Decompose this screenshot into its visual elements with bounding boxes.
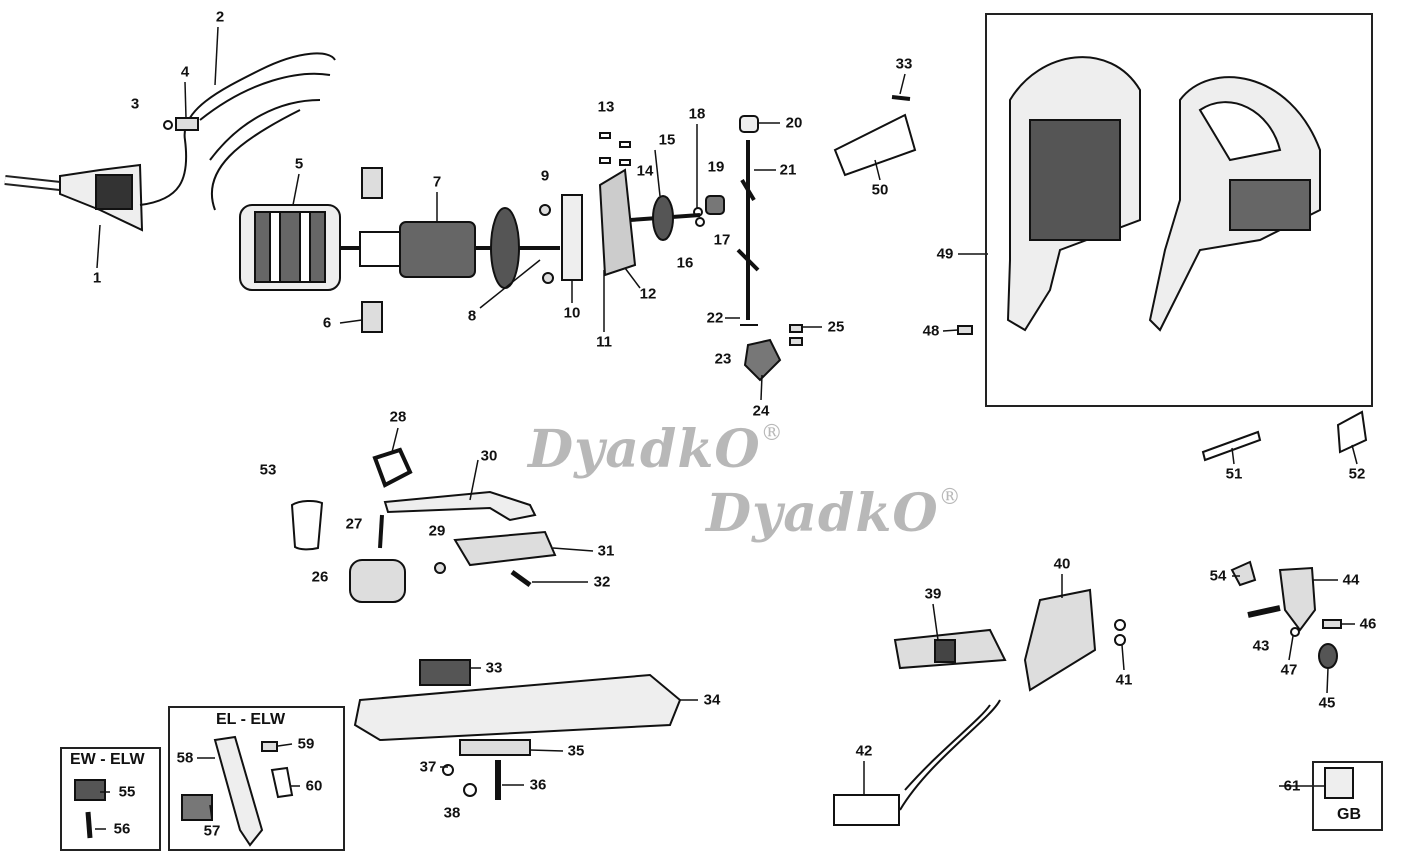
part-number-label: 61 xyxy=(1283,777,1301,795)
part-number-label: 22 xyxy=(706,309,724,327)
part-number-label: 50 xyxy=(871,181,889,199)
part-number-label: 55 xyxy=(118,783,136,801)
registered-mark: ® xyxy=(760,421,784,446)
part-number-label: 20 xyxy=(785,114,803,132)
power-cord-switch xyxy=(4,163,144,232)
wires xyxy=(139,52,336,211)
part-number-label: 43 xyxy=(1252,637,1270,655)
brush xyxy=(361,301,383,333)
part-number-label: 58 xyxy=(176,749,194,767)
part-number-label: 5 xyxy=(294,155,304,173)
part-number-label: 53 xyxy=(259,461,277,479)
registered-mark: ® xyxy=(938,485,962,510)
gear-housing xyxy=(598,168,637,277)
part-number-label: 14 xyxy=(636,162,654,180)
housing-halves xyxy=(1006,56,1321,332)
part-number-label: 1 xyxy=(92,269,102,287)
part-number-label: 10 xyxy=(563,304,581,322)
part-number-label: 57 xyxy=(203,822,221,840)
part-number-label: 33 xyxy=(895,55,913,73)
part-number-label: 9 xyxy=(540,167,550,185)
part-number-label: 52 xyxy=(1348,465,1366,483)
part-number-label: 23 xyxy=(714,350,732,368)
part-number-label: 19 xyxy=(707,158,725,176)
housing-detail-box xyxy=(985,13,1373,407)
armature xyxy=(340,207,560,289)
part-number-label: 4 xyxy=(180,63,190,81)
part-number-label: 11 xyxy=(596,333,612,351)
part-number-label: 35 xyxy=(567,742,585,760)
part-number-label: 6 xyxy=(322,314,332,332)
part-number-label: 44 xyxy=(1342,571,1360,589)
ew-elw-variant-box xyxy=(60,747,161,851)
part-number-label: 38 xyxy=(443,804,461,822)
part-number-label: 2 xyxy=(215,8,225,26)
part-number-label: 8 xyxy=(467,307,477,325)
part-number-label: 60 xyxy=(305,777,323,795)
part-number-label: 54 xyxy=(1209,567,1227,585)
part-number-label: 46 xyxy=(1359,615,1377,633)
watermark-text: DyadkO xyxy=(528,419,761,480)
stator xyxy=(239,204,341,291)
base-shoe xyxy=(353,673,682,742)
part-number-label: 42 xyxy=(855,742,873,760)
part-number-label: 21 xyxy=(779,161,797,179)
el-elw-variant-box xyxy=(168,706,345,851)
blade-clamp xyxy=(743,338,782,382)
part-number-label: 37 xyxy=(419,758,437,776)
part-number-label: 40 xyxy=(1053,555,1071,573)
gear xyxy=(652,195,674,241)
watermark: DyadkO® xyxy=(528,421,784,476)
part-number-label: 36 xyxy=(529,776,547,794)
bearing-plate xyxy=(561,194,583,281)
brush xyxy=(361,167,383,199)
part-number-label: 48 xyxy=(922,322,940,340)
watermark: DyadkO® xyxy=(706,485,962,540)
part-number-label: 49 xyxy=(936,245,954,263)
part-number-label: 34 xyxy=(703,691,721,709)
part-number-label: 30 xyxy=(480,447,498,465)
part-number-label: 27 xyxy=(345,515,363,533)
knob xyxy=(349,559,406,603)
part-number-label: 28 xyxy=(389,408,407,426)
part-number-label: 18 xyxy=(688,105,706,123)
gb-title: GB xyxy=(1337,806,1361,823)
gb-plug-box xyxy=(1312,761,1383,831)
part-number-label: 33 xyxy=(485,659,503,677)
part-number-label: 26 xyxy=(311,568,329,586)
part-number-label: 12 xyxy=(639,285,657,303)
part-number-label: 13 xyxy=(597,98,615,116)
cord-clamp xyxy=(175,117,199,131)
part-number-label: 17 xyxy=(713,231,731,249)
el-elw-title: EL - ELW xyxy=(216,711,286,728)
part-number-label: 7 xyxy=(432,173,442,191)
part-number-label: 59 xyxy=(297,735,315,753)
part-number-label: 45 xyxy=(1318,694,1336,712)
ew-elw-title: EW - ELW xyxy=(70,751,145,768)
part-number-label: 47 xyxy=(1280,661,1298,679)
part-number-label: 56 xyxy=(113,820,131,838)
watermark-text: DyadkO xyxy=(706,483,939,544)
screw xyxy=(163,120,173,130)
part-number-label: 16 xyxy=(676,254,694,272)
part-number-label: 39 xyxy=(924,585,942,603)
part-number-label: 15 xyxy=(658,131,676,149)
part-number-label: 3 xyxy=(130,95,140,113)
part-number-label: 32 xyxy=(593,573,611,591)
leader-lines xyxy=(95,26,1358,830)
part-number-label: 51 xyxy=(1225,465,1243,483)
part-number-label: 24 xyxy=(752,402,770,420)
part-number-label: 25 xyxy=(827,318,845,336)
part-number-label: 31 xyxy=(597,542,615,560)
part-number-label: 41 xyxy=(1115,671,1133,689)
part-number-label: 29 xyxy=(428,522,446,540)
